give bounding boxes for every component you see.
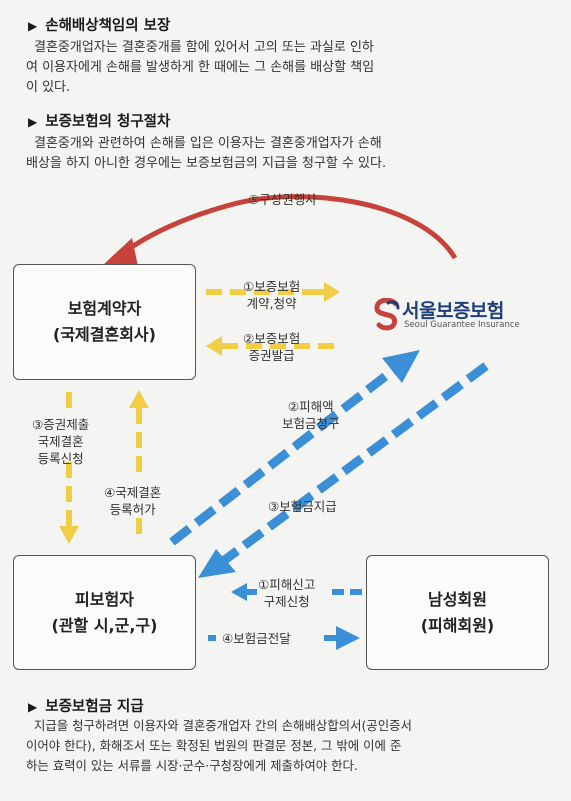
- paragraph-line: 결혼중개와 관련하여 손해를 입은 이용자는 결혼중개업자가 손해: [34, 136, 382, 151]
- label-line: ④국제결혼: [104, 485, 162, 500]
- claim-arrow: [169, 364, 399, 546]
- contract-arrow: [206, 282, 340, 302]
- policyholder-name: 보험계약자: [67, 299, 142, 318]
- paragraph-line: 지급을 청구하려면 이용자와 결혼중개업자 간의 손해배상합의서(공인증서: [34, 718, 412, 733]
- insurer-subname: Seoul Guarantee Insurance: [404, 320, 520, 330]
- issue-label: ②보증보험 증권발급: [243, 330, 300, 364]
- submit-label: ③증권제출 국제결혼 등록신청: [32, 416, 89, 467]
- section-title: 손해배상책임의 보장: [45, 18, 171, 34]
- contract-label: ①보증보험 계약,청약: [243, 278, 300, 312]
- member-name: 남성회원: [428, 589, 487, 609]
- section-heading-payment: ▶ 보증보험금 지급: [28, 695, 144, 716]
- subrogation-arrow: [120, 194, 458, 260]
- issue-arrow: [206, 336, 334, 356]
- submit-arrow: [59, 392, 79, 544]
- section-title: 보증보험금 지급: [45, 699, 144, 715]
- label-line: ③증권제출: [32, 417, 90, 432]
- claim-label: ②피해액 보험금청구: [282, 398, 340, 432]
- payment-label: ③보험금지급: [268, 499, 337, 514]
- paragraph-line: 여 이용자에게 손해를 발생하게 한 때에는 그 손해를 배상할 책임: [26, 60, 375, 75]
- label-line: ①피해신고: [258, 577, 316, 592]
- label-line: 보험금청구: [282, 416, 340, 431]
- deliver-arrow: [208, 626, 360, 650]
- paragraph-line: 배상을 하지 아니한 경우에는 보증보험금의 지급을 청구할 수 있다.: [26, 156, 387, 171]
- label-line: 등록허가: [109, 502, 156, 517]
- paragraph-line: 이어야 한다), 화해조서 또는 확정된 법원의 판결문 정본, 그 밖에 이에…: [26, 738, 402, 753]
- section-paragraph: 결혼중개업자는 결혼중개를 함에 있어서 고의 또는 과실로 인하 여 이용자에…: [26, 38, 546, 98]
- permit-label: ④국제결혼 등록허가: [104, 484, 161, 518]
- claim-arrowhead: [382, 350, 420, 383]
- payment-arrow: [219, 362, 489, 566]
- section-heading-guarantee: ▶ 손해배상책임의 보장: [28, 14, 170, 35]
- insurer-emblem-icon: [374, 298, 400, 331]
- paragraph-line: 하는 효력이 있는 서류를 시장·군수·구청장에게 제출하여야 한다.: [26, 758, 358, 773]
- section-paragraph: 결혼중개와 관련하여 손해를 입은 이용자는 결혼중개업자가 손해 배상을 하지…: [26, 134, 546, 174]
- deliver-label: ④보험금전달: [222, 631, 291, 646]
- subrogation-arrowhead: [104, 238, 138, 266]
- permit-arrow: [129, 390, 149, 534]
- label-line: 증권발급: [248, 348, 295, 363]
- policyholder-box: 보험계약자 (국제결혼회사): [13, 264, 196, 380]
- section-heading-claim: ▶ 보증보험의 청구절차: [28, 110, 170, 131]
- label-line: 계약,청약: [246, 296, 297, 311]
- paragraph-line: 이 있다.: [26, 80, 71, 95]
- triangle-bullet-icon: ▶: [28, 700, 38, 714]
- report-label: ①피해신고 구제신청: [258, 576, 315, 610]
- member-box: 남성회원 (피해회원): [366, 555, 549, 670]
- label-line: 구제신청: [263, 594, 310, 609]
- triangle-bullet-icon: ▶: [28, 19, 38, 33]
- label-line: ①보증보험: [243, 279, 301, 294]
- triangle-bullet-icon: ▶: [28, 115, 38, 129]
- label-line: ②보증보험: [243, 331, 301, 346]
- paragraph-line: 결혼중개업자는 결혼중개를 함에 있어서 고의 또는 과실로 인하: [34, 40, 374, 55]
- insurer-logo: 서울보증보험 Seoul Guarantee Insurance: [372, 296, 532, 336]
- label-line: 등록신청: [37, 451, 84, 466]
- section-paragraph: 지급을 청구하려면 이용자와 결혼중개업자 간의 손해배상합의서(공인증서 이어…: [26, 716, 546, 776]
- section-title: 보증보험의 청구절차: [45, 114, 171, 130]
- label-line: ②피해액: [287, 399, 334, 414]
- insurer-name: 서울보증보험: [402, 300, 504, 322]
- insured-box: 피보험자 (관할 시,군,구): [13, 555, 196, 670]
- subrogation-label: ⑤구상권행사: [248, 192, 317, 207]
- label-line: 국제결혼: [37, 434, 84, 449]
- insured-desc: (관할 시,군,구): [51, 615, 158, 635]
- report-arrow: [231, 583, 362, 601]
- member-desc: (피해회원): [420, 615, 495, 635]
- payment-arrowhead: [198, 549, 236, 578]
- insured-name: 피보험자: [75, 589, 134, 609]
- policyholder-desc: (국제결혼회사): [53, 325, 156, 344]
